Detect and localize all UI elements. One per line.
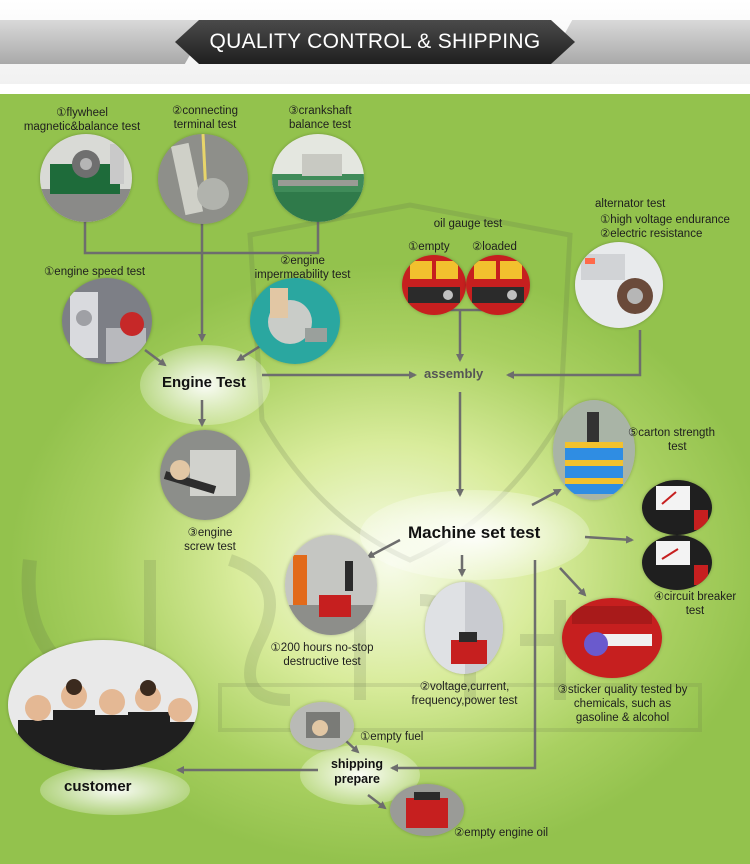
customer-photo xyxy=(8,640,198,770)
alternator-photo xyxy=(575,242,663,328)
crankshaft-photo xyxy=(272,134,364,222)
oil-empty-label: ①empty xyxy=(408,241,450,253)
page-title: QUALITY CONTROL & SHIPPING xyxy=(209,30,541,53)
customer-glow xyxy=(40,765,190,815)
screw-photo xyxy=(160,430,250,520)
empty-fuel-photo xyxy=(290,702,354,750)
breaker-photo-bottom xyxy=(642,535,712,590)
impermeability-photo xyxy=(250,278,340,364)
impermeability-label: ②engine impermeability test xyxy=(254,255,351,281)
carton-label: ⑤carton strength test xyxy=(628,427,716,453)
crankshaft-label: ③crankshaft balance test xyxy=(288,105,352,131)
oil-gauge-empty-photo xyxy=(402,255,466,315)
oil-gauge-label: oil gauge test xyxy=(433,218,503,230)
oil-gauge-loaded-photo xyxy=(466,255,530,315)
watermark-brand xyxy=(20,520,59,670)
sticker-label: ③sticker quality tested by chemicals, su… xyxy=(557,684,688,724)
destructive-photo xyxy=(285,535,377,635)
engine-test-node: Engine Test xyxy=(162,374,246,391)
engine-speed-photo xyxy=(62,278,152,364)
engine-speed-label: ①engine speed test xyxy=(44,266,146,278)
connecting-label: ②connecting terminal test xyxy=(172,105,238,131)
banner-right-band xyxy=(548,20,750,64)
breaker-label: ④circuit breaker test xyxy=(653,591,737,617)
customer-node: customer xyxy=(64,778,132,795)
title-plate: QUALITY CONTROL & SHIPPING xyxy=(175,20,575,64)
header-banner: QUALITY CONTROL & SHIPPING xyxy=(0,0,750,84)
assembly-node: assembly xyxy=(424,366,484,381)
sticker-photo xyxy=(562,598,662,678)
alternator-items: ①high voltage endurance ②electric resist… xyxy=(600,214,730,240)
oil-loaded-label: ②loaded xyxy=(472,241,517,253)
destructive-label: ①200 hours no-stop destructive test xyxy=(270,642,374,668)
empty-fuel-label: ①empty fuel xyxy=(360,731,424,743)
voltage-photo xyxy=(425,582,503,674)
shipping-prepare-node: shipping prepare xyxy=(330,757,384,786)
breaker-photo-top xyxy=(642,480,712,535)
terminal-photo xyxy=(158,134,248,224)
carton-photo xyxy=(553,400,635,500)
empty-oil-photo xyxy=(390,784,464,836)
machine-set-test-node: Machine set test xyxy=(408,523,541,542)
screw-label: ③engine screw test xyxy=(184,527,236,553)
voltage-label: ②voltage,current, frequency,power test xyxy=(411,681,518,707)
flywheel-label: ①flywheel magnetic&balance test xyxy=(23,107,141,133)
flywheel-photo xyxy=(40,134,132,222)
empty-oil-label: ②empty engine oil xyxy=(454,827,549,839)
alternator-label: alternator test xyxy=(595,198,666,210)
